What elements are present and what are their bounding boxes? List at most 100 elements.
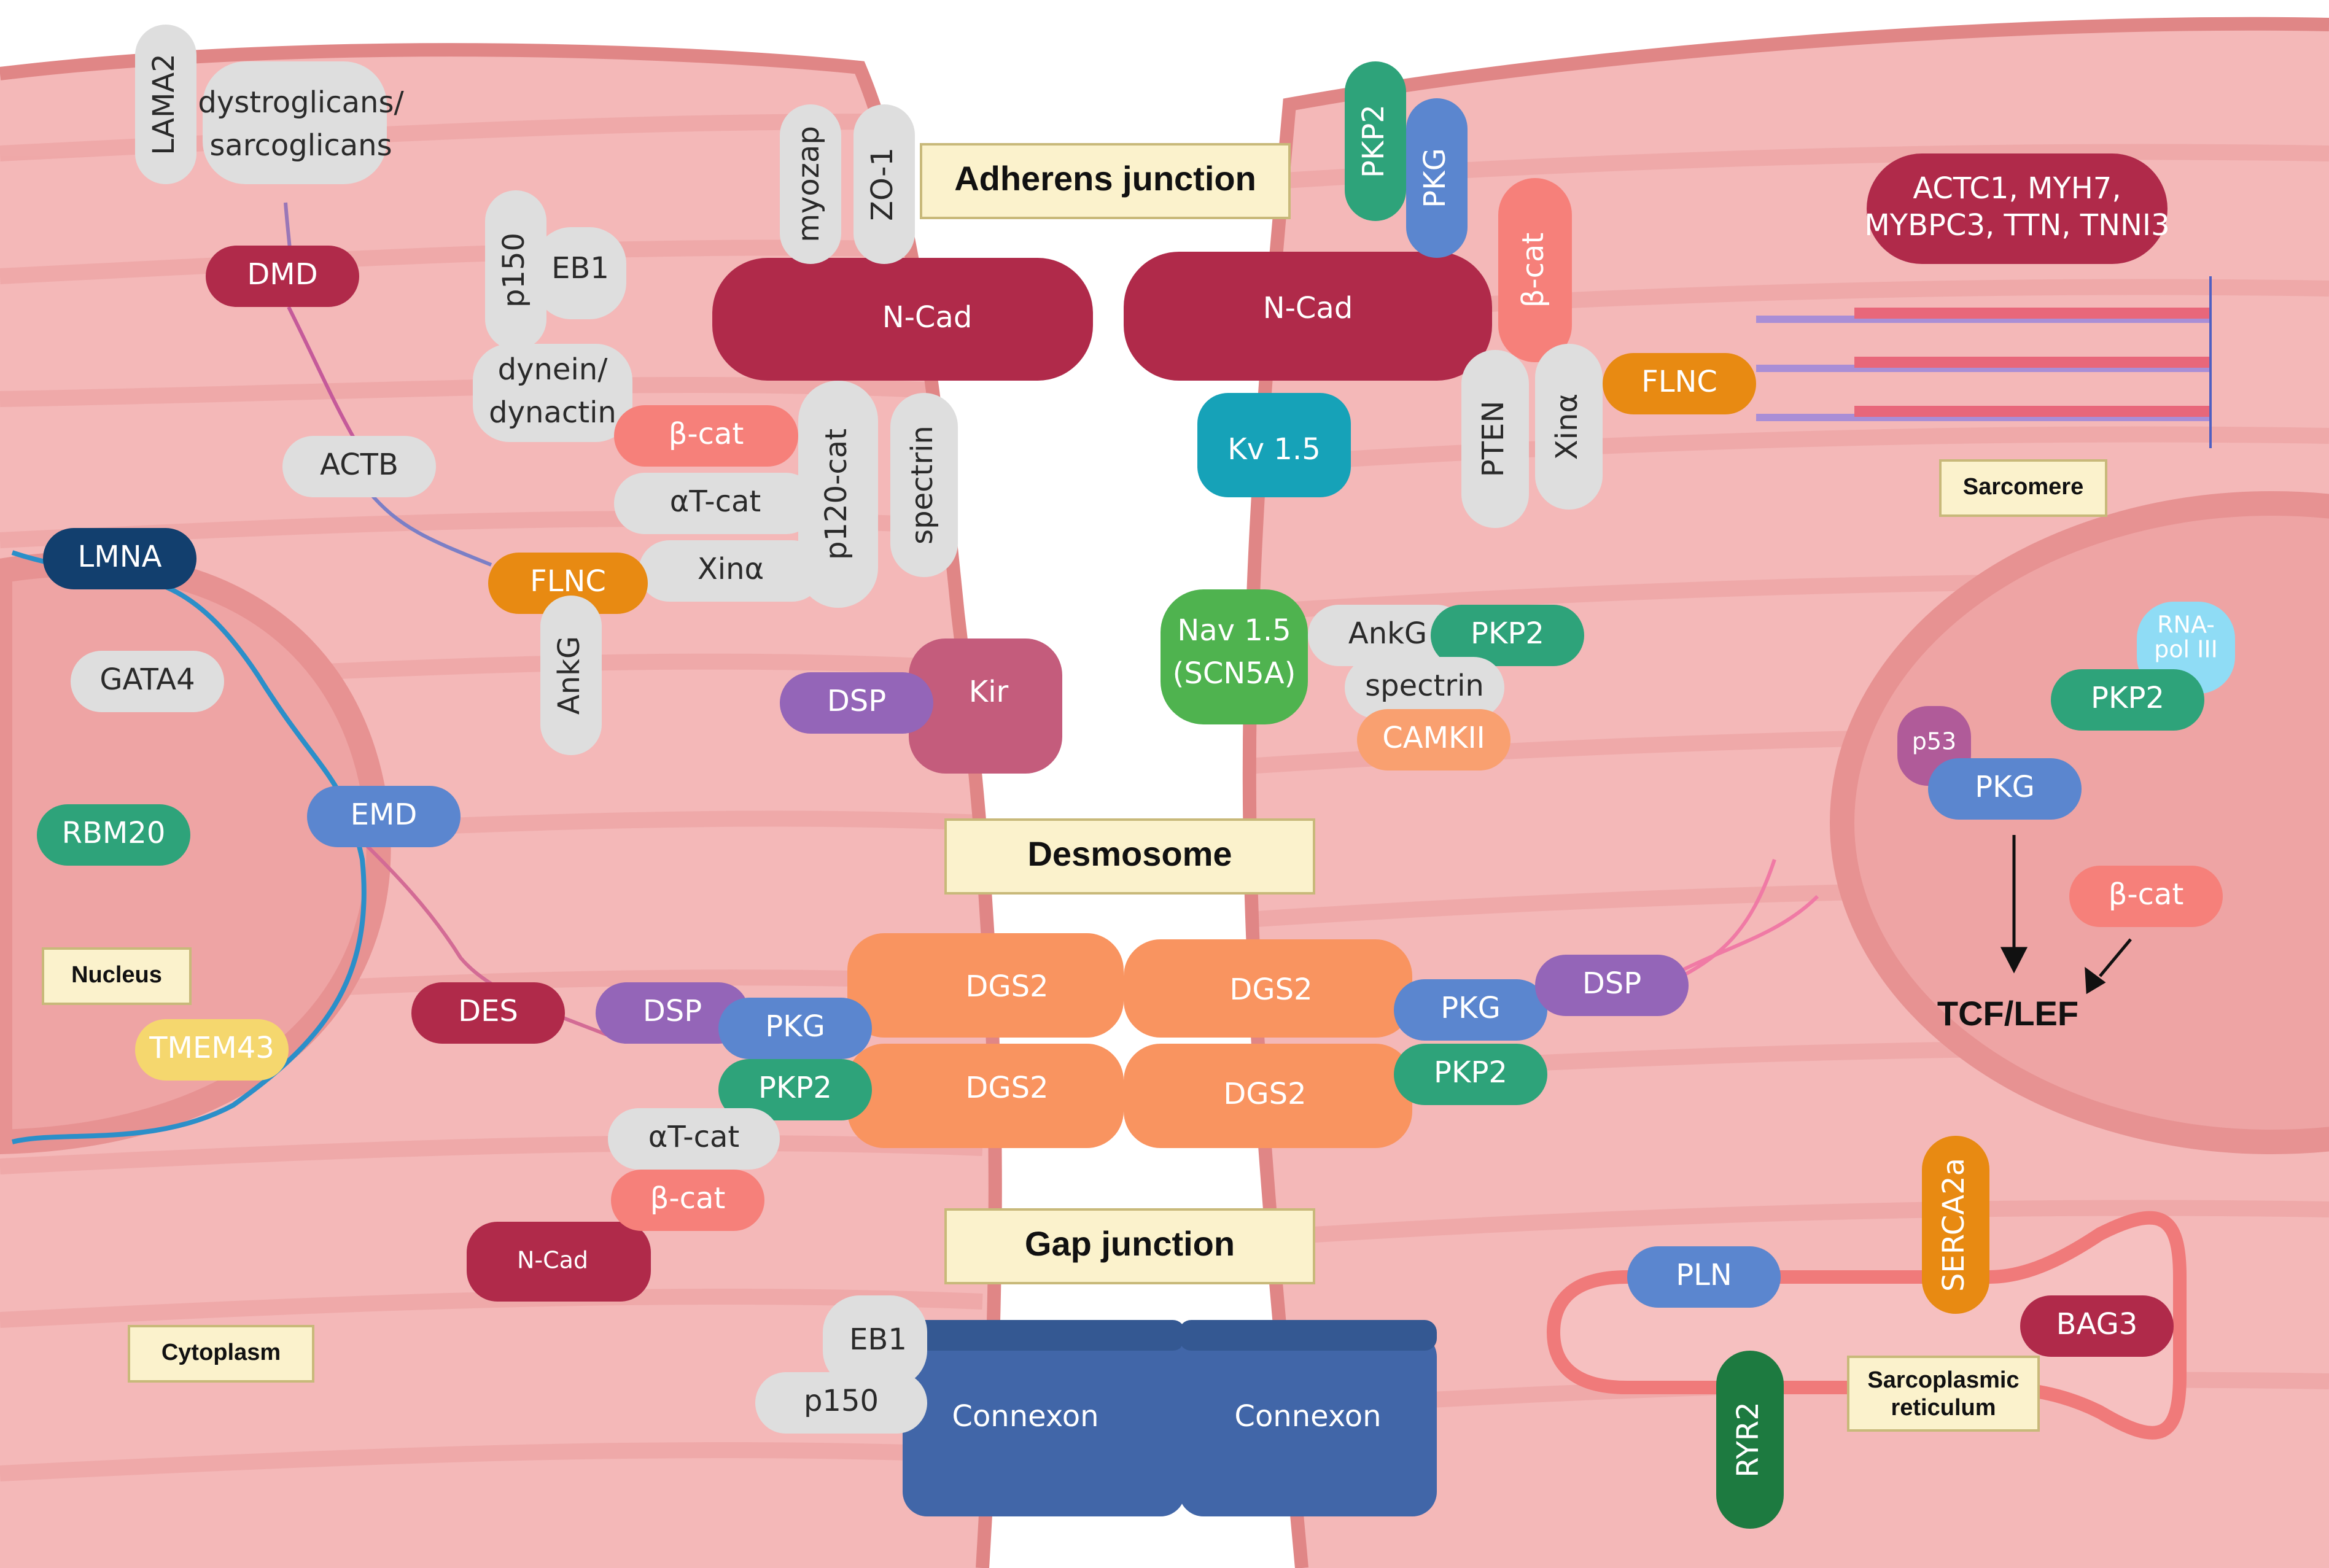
svg-text:Kir: Kir [969,675,1009,709]
gata4-pill: GATA4 [71,651,224,712]
svg-text:PKP2: PKP2 [1434,1055,1507,1090]
bcat-right-pill: β-cat [1498,178,1572,362]
dsp-kir-pill: DSP [780,672,933,734]
svg-text:RNA-: RNA- [2157,611,2215,638]
svg-text:DES: DES [458,994,518,1028]
svg-text:PKG: PKG [1441,991,1501,1025]
svg-text:FLNC: FLNC [1641,365,1717,399]
svg-text:αT-cat: αT-cat [670,484,761,519]
svg-text:PKG: PKG [1418,148,1452,208]
svg-text:BAG3: BAG3 [2056,1307,2138,1341]
pkp2-top-pill: PKP2 [1345,61,1406,221]
svg-text:RBM20: RBM20 [62,816,166,850]
eb1-top: EB1 [534,227,626,319]
svg-text:DGS2: DGS2 [1229,972,1312,1007]
svg-text:ACTC1, MYH7,: ACTC1, MYH7, [1913,171,2121,206]
svg-text:Connexon: Connexon [952,1399,1098,1434]
atcat-left-pill: αT-cat [614,473,817,534]
ncad-small-cloud: N-Cad [467,1222,651,1302]
svg-text:spectrin: spectrin [905,425,939,545]
flnc-right-pill: FLNC [1603,353,1756,414]
dgs2-group: DGS2 DGS2 DGS2 DGS2 [847,933,1412,1148]
svg-text:DGS2: DGS2 [965,1071,1048,1105]
svg-text:Nav 1.5: Nav 1.5 [1177,613,1291,648]
svg-text:SERCA2a: SERCA2a [1937,1158,1971,1292]
nucleus-label: Nucleus [42,947,192,1005]
cytoplasm-label: Cytoplasm [128,1325,314,1383]
svg-text:(SCN5A): (SCN5A) [1173,656,1296,691]
svg-text:ACTB: ACTB [320,448,399,482]
svg-text:p120-cat: p120-cat [819,429,853,560]
pkp2-desm-left-pill: PKP2 [718,1059,872,1120]
svg-text:N-Cad: N-Cad [517,1247,588,1274]
svg-text:TMEM43: TMEM43 [149,1031,274,1065]
svg-text:pol III: pol III [2154,636,2218,663]
svg-text:DGS2: DGS2 [965,969,1048,1004]
svg-text:β-cat: β-cat [1516,233,1550,308]
svg-text:Kv 1.5: Kv 1.5 [1227,432,1320,467]
svg-text:dystroglicans/: dystroglicans/ [198,85,404,120]
svg-text:p53: p53 [1912,728,1956,755]
pkg-desm-right-pill: PKG [1394,979,1547,1041]
dsp-desm-left-pill: DSP [596,982,749,1044]
svg-text:Xinα: Xinα [698,552,764,586]
svg-text:EB1: EB1 [849,1322,907,1357]
connexon-right: Connexon [1179,1320,1437,1516]
svg-text:Nucleus: Nucleus [71,962,162,988]
actb-pill: ACTB [282,436,436,497]
svg-text:N-Cad: N-Cad [882,300,973,335]
lmna-pill: LMNA [43,528,196,589]
tcflef-label: TCF/LEF [1937,994,2078,1033]
flnc-left-pill: FLNC [488,553,648,614]
svg-text:LAMA2: LAMA2 [147,53,181,155]
svg-text:Adherens junction: Adherens junction [954,159,1256,198]
svg-text:LMNA: LMNA [78,540,162,574]
bcat-left-pill: β-cat [614,405,798,467]
gap-junction-label: Gap junction [944,1208,1315,1284]
xina-right-pill: Xinα [1535,344,1603,510]
svg-text:reticulum: reticulum [1891,1395,1996,1421]
ryr2-pill: RYR2 [1716,1351,1784,1529]
tmem43-pill: TMEM43 [135,1019,289,1081]
svg-text:DSP: DSP [827,684,886,718]
bcat-desm-pill: β-cat [611,1170,764,1231]
zo1-pill: ZO-1 [853,104,915,264]
svg-text:AnkG: AnkG [1348,616,1427,651]
spectrin-left-pill: spectrin [890,393,958,577]
pkg-desm-left-pill: PKG [718,998,872,1059]
svg-text:β-cat: β-cat [650,1181,726,1216]
desmosome-label: Desmosome [944,818,1315,895]
svg-text:sarcoglicans: sarcoglicans [209,128,392,163]
svg-text:Cytoplasm: Cytoplasm [161,1340,281,1365]
svg-text:Desmosome: Desmosome [1027,834,1232,873]
myozap-pill: myozap [780,104,841,264]
dsp-desm-right-pill: DSP [1535,955,1689,1016]
svg-text:dynactin: dynactin [489,395,616,430]
atcat-desm-pill: αT-cat [608,1108,780,1170]
pten-pill: PTEN [1461,350,1529,528]
serca2a-pill: SERCA2a [1922,1136,1989,1314]
svg-text:DSP: DSP [643,994,702,1028]
svg-text:PKG: PKG [1975,770,2035,804]
svg-text:PKP2: PKP2 [1471,616,1544,651]
svg-text:EMD: EMD [351,798,418,832]
svg-text:PTEN: PTEN [1476,401,1511,478]
pkp2-nuc-pill: PKP2 [2051,669,2204,731]
svg-text:DSP: DSP [1582,966,1641,1001]
eb1-bottom: EB1 [823,1295,927,1388]
svg-text:Gap junction: Gap junction [1025,1224,1235,1263]
pkg-top-pill: PKG [1406,98,1468,258]
lama2-pill: LAMA2 [135,25,196,184]
svg-text:ZO-1: ZO-1 [865,147,900,221]
svg-text:MYBPC3, TTN, TNNI3: MYBPC3, TTN, TNNI3 [1864,208,2169,243]
ankg-right-pill: AnkG [1308,605,1468,666]
kv15-channel: Kv 1.5 [1197,393,1351,497]
ncad-left: N-Cad [712,258,1093,381]
svg-text:GATA4: GATA4 [99,662,195,697]
svg-text:Sarcomere: Sarcomere [1963,474,2083,500]
ncad-right: N-Cad [1124,252,1492,381]
sarcomere-filaments [1756,276,2212,448]
svg-text:PKP2: PKP2 [1356,104,1391,178]
svg-text:dynein/: dynein/ [498,352,608,387]
pkg-nuc-pill: PKG [1928,758,2082,820]
